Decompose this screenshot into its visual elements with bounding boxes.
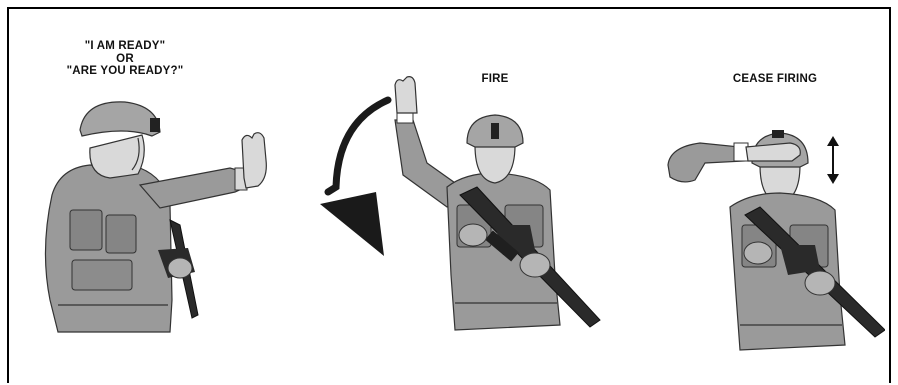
soldier-cease-firing-figure [660, 125, 885, 355]
soldier-fire-figure [385, 75, 610, 355]
up-down-arrow-icon [826, 136, 840, 184]
soldier-ready-figure [30, 100, 280, 335]
caption-line: "I AM READY" [60, 40, 190, 53]
caption-line: "ARE YOU READY?" [60, 65, 190, 78]
signal-caption-cease-firing: CEASE FIRING [710, 73, 840, 86]
caption-line: OR [60, 53, 190, 66]
signal-caption-ready: "I AM READY" OR "ARE YOU READY?" [60, 40, 190, 78]
caption-line: CEASE FIRING [710, 73, 840, 86]
